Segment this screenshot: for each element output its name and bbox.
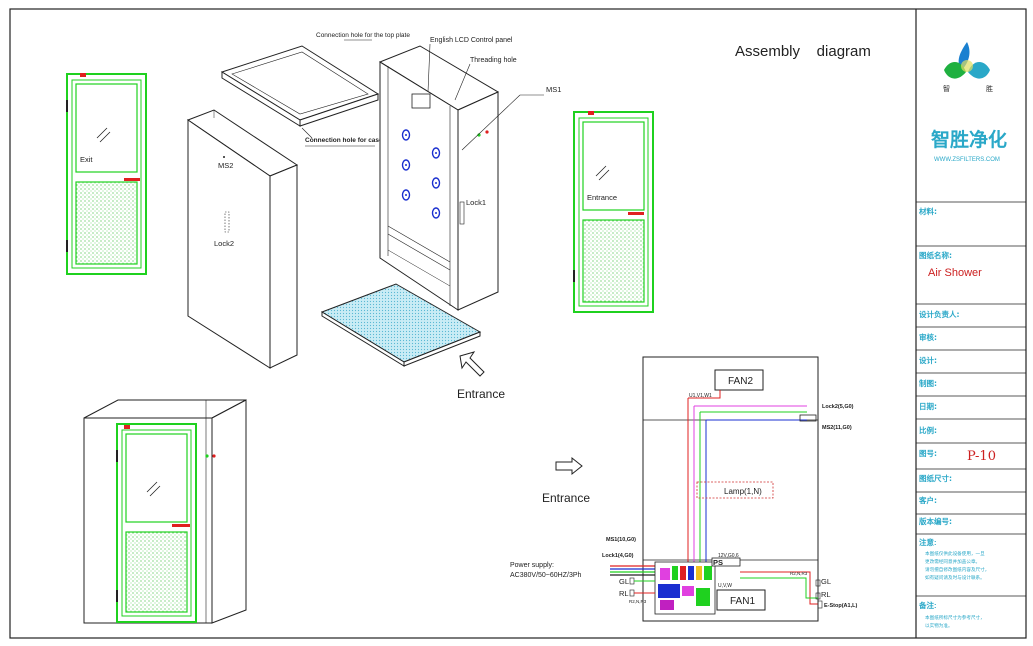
gl-right-label: GL	[821, 577, 831, 586]
ms2-wiring-label: MS2(11,G0)	[822, 425, 852, 431]
leader-line	[461, 94, 521, 151]
lock1-label: Lock1	[466, 198, 486, 207]
power-spec-label: AC380V/50~60HZ/3Ph	[510, 572, 582, 579]
ms2-point	[223, 156, 225, 158]
ps-label: PS	[713, 558, 723, 567]
entrance-arrow-top	[459, 351, 485, 377]
lock1-part	[459, 201, 465, 225]
company-website: WWW.ZSFILTERS.COM	[934, 157, 1000, 163]
sheet-border	[9, 8, 1027, 639]
company-name: 智胜净化	[931, 128, 1007, 151]
entrance-door	[573, 111, 654, 313]
title-block-row-label: 图纸名称:	[919, 250, 952, 260]
nozzle	[401, 129, 411, 141]
logo-char-1: 智	[943, 84, 950, 93]
entrance-door-label: Entrance	[587, 193, 617, 202]
uvw-label: U,V,W	[718, 583, 732, 589]
logo-char-2: 胜	[986, 84, 993, 93]
wiring-diagram	[610, 356, 823, 622]
title-block-row-value: Air Shower	[928, 267, 982, 279]
r2n-left-label: R2,N,R3	[629, 599, 647, 604]
connection-hole-top-label: Connection hole for the top plate	[316, 32, 410, 39]
leader-line	[301, 127, 313, 139]
title-block-rows: 材料: 图纸名称: Air Shower 设计负责人: 审核: 设计: 制图: 日期: 比例: 图…	[918, 206, 996, 526]
lock1-wiring-label: Lock1(4,G0)	[602, 553, 634, 559]
title-block-row-label: 图纸尺寸:	[919, 473, 952, 483]
title-block-row-label: 设计:	[919, 355, 937, 365]
assembled-door	[116, 423, 216, 623]
lcd-panel	[411, 93, 431, 109]
lamp-label: Lamp(1,N)	[724, 487, 762, 496]
nozzle	[431, 207, 441, 219]
nozzle	[431, 147, 441, 159]
gl-left-label: GL	[619, 577, 629, 586]
title-block-row-label: 图号:	[919, 449, 937, 458]
ms1-top-label: MS1	[546, 85, 561, 94]
company-logo	[944, 42, 990, 79]
title-block-row-label: 比例:	[919, 425, 937, 435]
remarks-label: 备注:	[918, 600, 937, 610]
rl-right-label: RL	[821, 590, 831, 599]
leader-line	[427, 43, 431, 93]
lamp-box	[696, 481, 774, 499]
title-block-row-label: 制图:	[919, 378, 937, 388]
title-block-row-label: 日期:	[919, 401, 937, 411]
note-line: 本图纸所标尺寸为参考尺寸，	[925, 614, 985, 621]
nozzle	[401, 189, 411, 201]
leader-line	[454, 63, 471, 101]
power-supply-label: Power supply:	[510, 562, 554, 569]
nozzle	[431, 177, 441, 189]
indicator-light-green	[477, 133, 481, 137]
fan2-box	[714, 369, 764, 391]
top-plate	[220, 45, 380, 127]
drawing-title: Assembly diagram	[735, 43, 871, 60]
lock2-label: Lock2	[214, 239, 234, 248]
title-block-row-label: 客户:	[918, 495, 937, 505]
left-side-case	[186, 109, 299, 369]
estop-label: E-Stop(A1,L)	[824, 603, 857, 609]
lock2-wiring-label: Lock2(5,G0)	[822, 404, 854, 410]
fan1-label: FAN1	[730, 596, 755, 607]
fan2-label: FAN2	[728, 376, 753, 387]
title-block-row-label: 材料:	[919, 206, 937, 216]
title-block-row-label: 审核:	[919, 332, 937, 342]
english-lcd-label: English LCD Control panel	[430, 37, 513, 44]
rl-left-label: RL	[619, 589, 629, 598]
main-cabinet	[378, 45, 500, 311]
title-block-row-value: P-10	[967, 449, 996, 464]
note-line: 请勿擅自修改图纸内容及尺寸，	[925, 566, 989, 573]
r2n-right-label: R2,N,R3	[790, 571, 808, 576]
threading-hole-label: Threading hole	[470, 57, 517, 64]
exit-door	[66, 73, 147, 275]
u1v1w1-label: U1,V1,W1	[689, 393, 712, 399]
notes-label: 注意:	[919, 537, 937, 547]
remarks-text: 本图纸所标尺寸为参考尺寸，以实物为准。	[925, 614, 985, 629]
notes-text: 本图纸仅供此设备使用，一旦更改需经同意并加盖公章。请勿擅自修改图纸内容及尺寸，如…	[925, 550, 989, 581]
air-nozzles	[401, 129, 441, 219]
floor-plate	[320, 283, 482, 367]
ms2-label: MS2	[218, 161, 233, 170]
ms1-wiring-label: MS1(10,G0)	[606, 537, 636, 543]
note-line: 如有疑问请及时与设计联系。	[925, 574, 985, 581]
entrance-label-bottom: Entrance	[542, 491, 590, 505]
title-block-row-label: 版本编号:	[918, 516, 952, 526]
title-block	[916, 201, 1026, 597]
connection-hole-case-label: Connection hole for case	[305, 137, 383, 144]
note-line: 更改需经同意并加盖公章。	[925, 558, 980, 565]
entrance-arrow-bottom	[555, 456, 583, 476]
entrance-label-top: Entrance	[457, 387, 505, 401]
nozzle	[401, 159, 411, 171]
note-line: 本图纸仅供此设备使用，一旦	[925, 550, 985, 557]
12v-label: 12V,G0,6	[718, 553, 739, 559]
exit-label: Exit	[80, 155, 93, 164]
fan1-box	[716, 589, 766, 611]
indicator-light-red	[485, 130, 489, 134]
title-block-row-label: 设计负责人:	[919, 309, 960, 319]
note-line: 以实物为准。	[925, 622, 953, 629]
